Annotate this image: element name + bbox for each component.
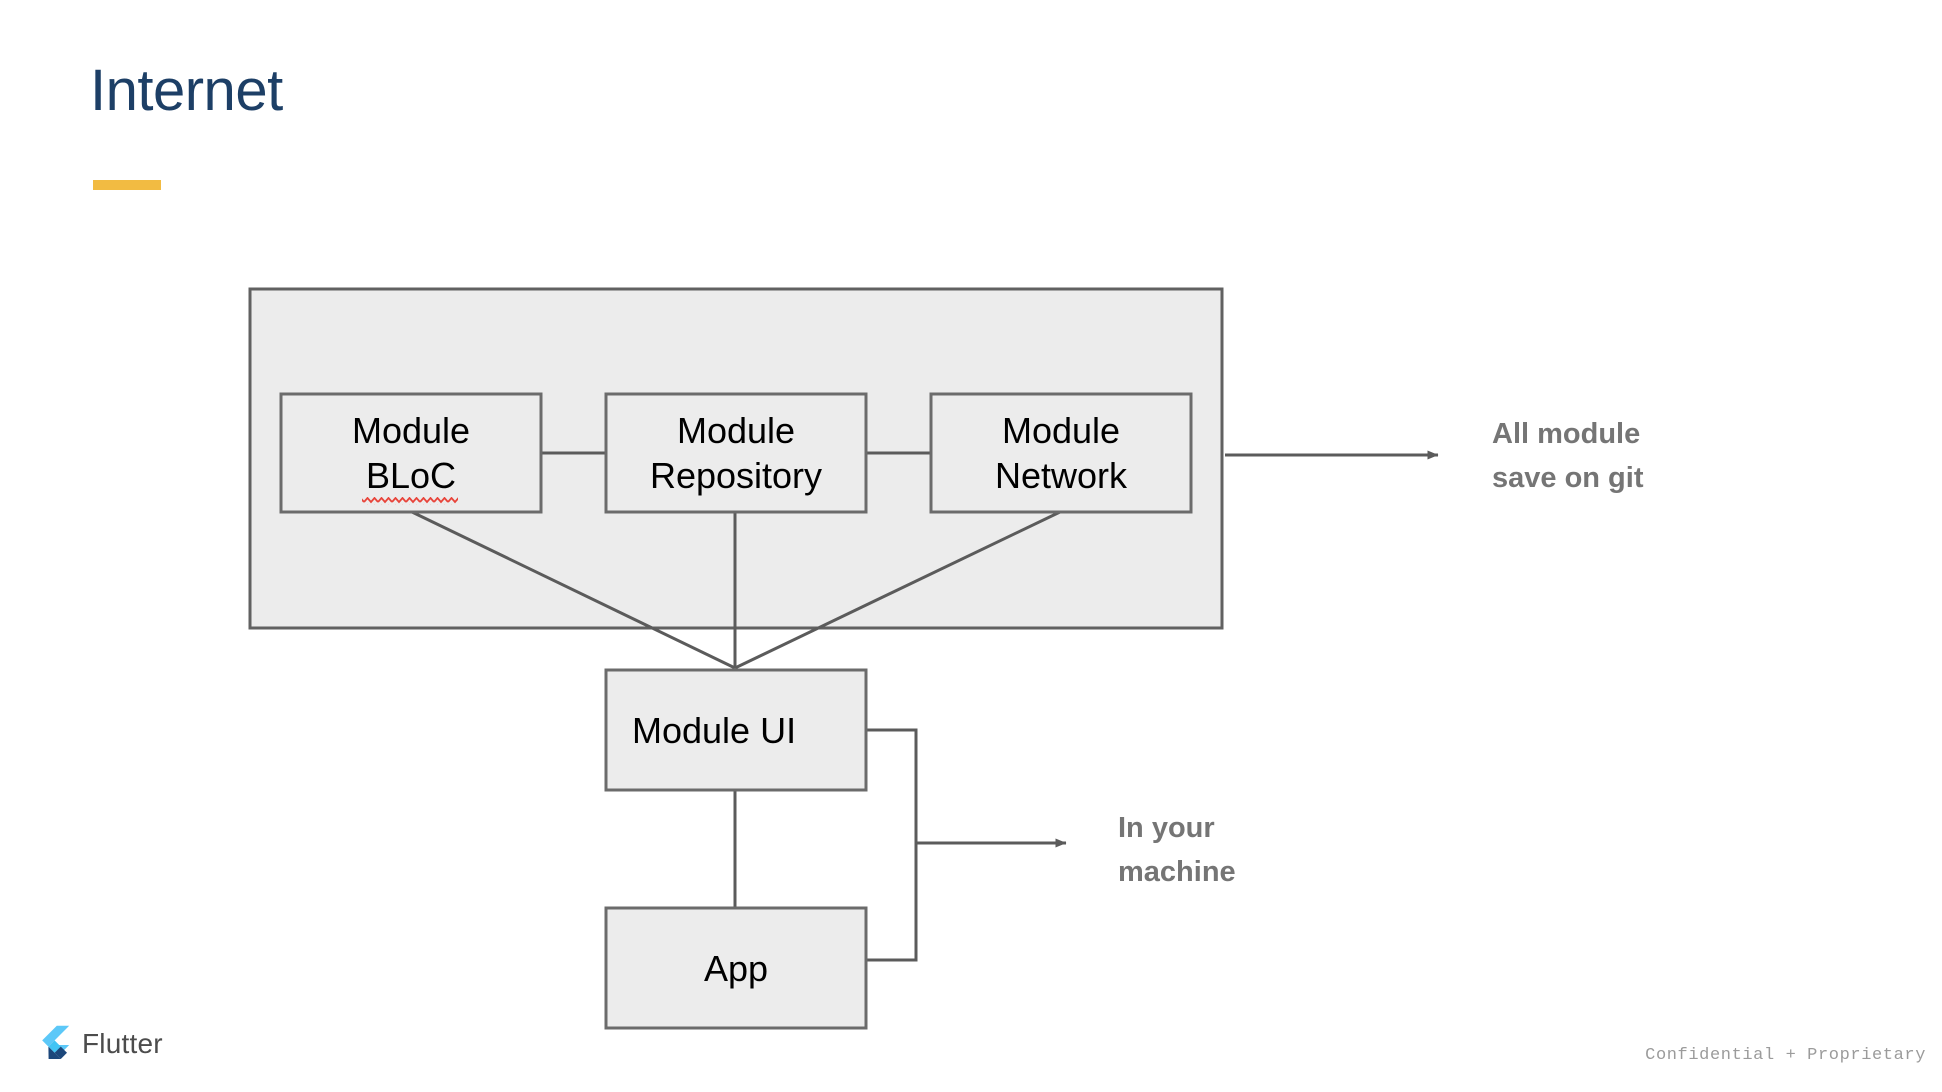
connector-bloc-ui (411, 510, 736, 670)
node-app-rect (604, 906, 868, 1030)
annotation-in-your-machine: In your machine (1118, 812, 1236, 888)
flutter-logo-icon (36, 1025, 70, 1063)
node-module-bloc-rect (279, 392, 543, 514)
node-module-repository-rect (604, 392, 868, 514)
confidential-notice: Confidential + Proprietary (1645, 1046, 1926, 1065)
page-title: Internet (90, 58, 283, 123)
node-module-ui-rect (604, 668, 868, 792)
annotation-all-module-save-on-git: All module save on git (1492, 418, 1644, 494)
title-accent-rule (93, 180, 161, 190)
node-module-network-rect (929, 392, 1193, 514)
spellcheck-underline-icon (362, 497, 458, 505)
flutter-logo: Flutter (36, 1025, 163, 1063)
connector-network-ui (734, 510, 1061, 670)
bracket-ui-app (866, 728, 918, 962)
flutter-logo-text: Flutter (82, 1028, 163, 1059)
